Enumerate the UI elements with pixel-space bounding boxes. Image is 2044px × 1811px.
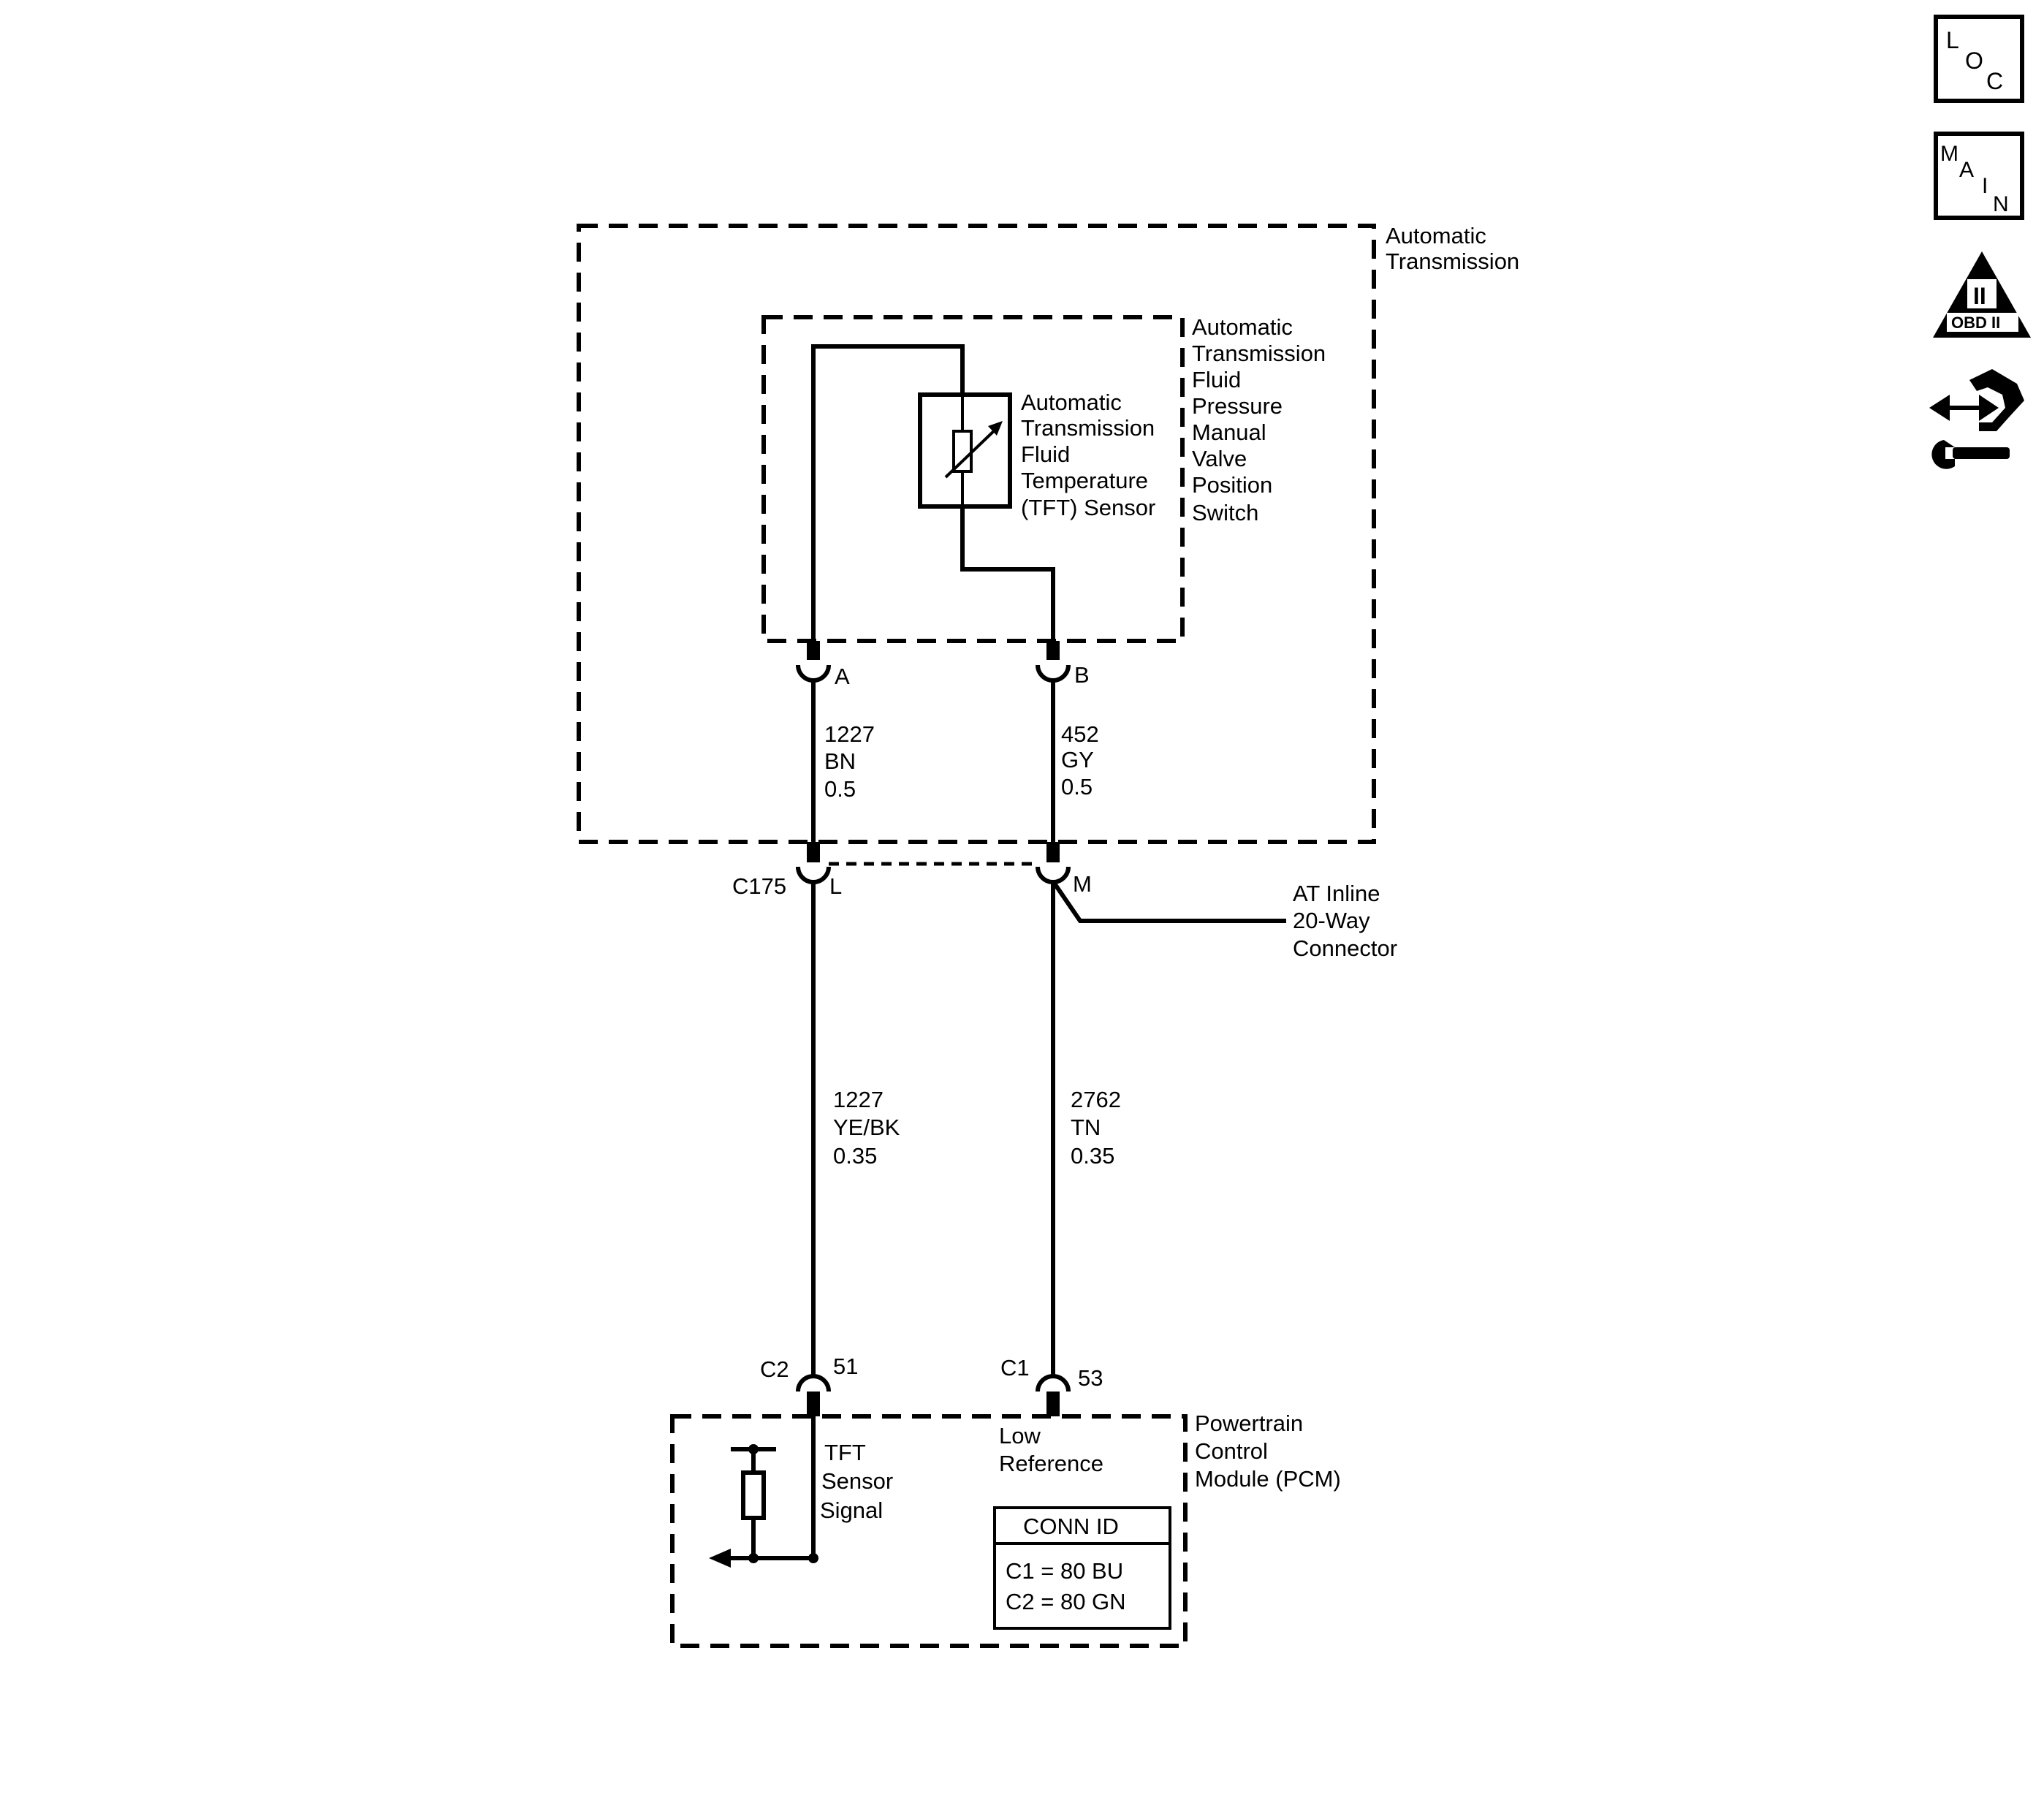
pin-a-label: A: [835, 664, 850, 689]
conn-id-c2: C2 = 80 GN: [1006, 1589, 1126, 1614]
signal-node-left: [748, 1553, 759, 1563]
pin-m-terminal: [1046, 842, 1060, 862]
tft-sensor-box: [918, 392, 1012, 509]
internal-wire-b: [960, 504, 1055, 641]
wire-1227-ye-bk-label: 1227 YE/BK 0.35: [833, 1087, 906, 1169]
pin-53-label: 53: [1078, 1365, 1103, 1391]
signal-node-right: [808, 1553, 818, 1563]
c175-label: C175: [732, 873, 786, 899]
pullup-resistor: [741, 1470, 766, 1520]
pin-a-cup: [796, 664, 831, 683]
pin-b-label: B: [1074, 662, 1090, 688]
pin-l-cup: [796, 866, 831, 884]
svg-text:M: M: [1940, 142, 1958, 166]
tft-sensor-label: Automatic Transmission Fluid Temperature…: [1021, 390, 1161, 520]
internal-wire-a: [811, 344, 965, 641]
pin-l-label: L: [829, 873, 842, 899]
pin-b-cup: [1036, 664, 1071, 683]
svg-text:N: N: [1993, 192, 2009, 216]
svg-text:C: C: [1986, 68, 2003, 94]
pin-51-label: 51: [833, 1353, 858, 1379]
pcm-pin-53-cup: [1036, 1374, 1071, 1392]
wire-1227-bn-label: 1227 BN 0.5: [824, 721, 881, 802]
pin-b-terminal: [1046, 641, 1060, 660]
pin-l-terminal: [807, 842, 820, 862]
pin-a-terminal: [807, 641, 820, 660]
conn-id-table: [993, 1506, 1171, 1630]
low-reference-label: Low Reference: [999, 1423, 1103, 1476]
svg-text:O: O: [1965, 48, 1983, 74]
inline-connector-label: AT Inline 20-Way Connector: [1293, 881, 1397, 961]
pcm-boundary: [670, 1414, 1188, 1648]
main-button[interactable]: M A I N: [1934, 132, 2024, 220]
tft-signal-label: TFT Sensor Signal: [820, 1440, 900, 1523]
wire-2762-tn-label: 2762 TN 0.35: [1071, 1087, 1128, 1169]
pcm-pin-51-cup: [796, 1374, 831, 1392]
conn-id-title: CONN ID: [1023, 1514, 1119, 1539]
c1-label: C1: [1000, 1355, 1030, 1381]
signal-input-arrow: [709, 1549, 731, 1568]
hand-wrench-icon[interactable]: [1929, 369, 2024, 469]
loc-button[interactable]: L O C: [1934, 15, 2024, 103]
pressure-switch-label: Automatic Transmission Fluid Pressure Ma…: [1192, 314, 1332, 525]
automatic-transmission-boundary: [577, 224, 1376, 844]
svg-text:I: I: [1982, 174, 1988, 198]
variable-arrow-head: [988, 421, 1003, 436]
svg-text:OBD II: OBD II: [1951, 314, 2000, 332]
pcm-pin-53-terminal: [1046, 1392, 1060, 1416]
svg-text:A: A: [1959, 158, 1974, 182]
svg-text:II: II: [1973, 283, 1986, 309]
inline-connector-leader: [1051, 880, 1286, 923]
pin-m-label: M: [1073, 871, 1092, 897]
pcm-pin-51-terminal: [807, 1392, 820, 1416]
wire-452-gy-label: 452 GY 0.5: [1061, 721, 1105, 800]
variable-arrow-line: [944, 426, 999, 479]
svg-text:L: L: [1946, 27, 1959, 53]
obd-ii-button[interactable]: II OBD II: [1933, 251, 2031, 338]
pressure-switch-boundary: [761, 315, 1185, 643]
pcm-label: Powertrain Control Module (PCM): [1195, 1411, 1341, 1492]
pin-m-cup: [1036, 866, 1071, 884]
conn-id-c1: C1 = 80 BU: [1006, 1558, 1123, 1584]
automatic-transmission-label: Automatic Transmission: [1386, 223, 1519, 274]
c2-label: C2: [760, 1356, 789, 1382]
